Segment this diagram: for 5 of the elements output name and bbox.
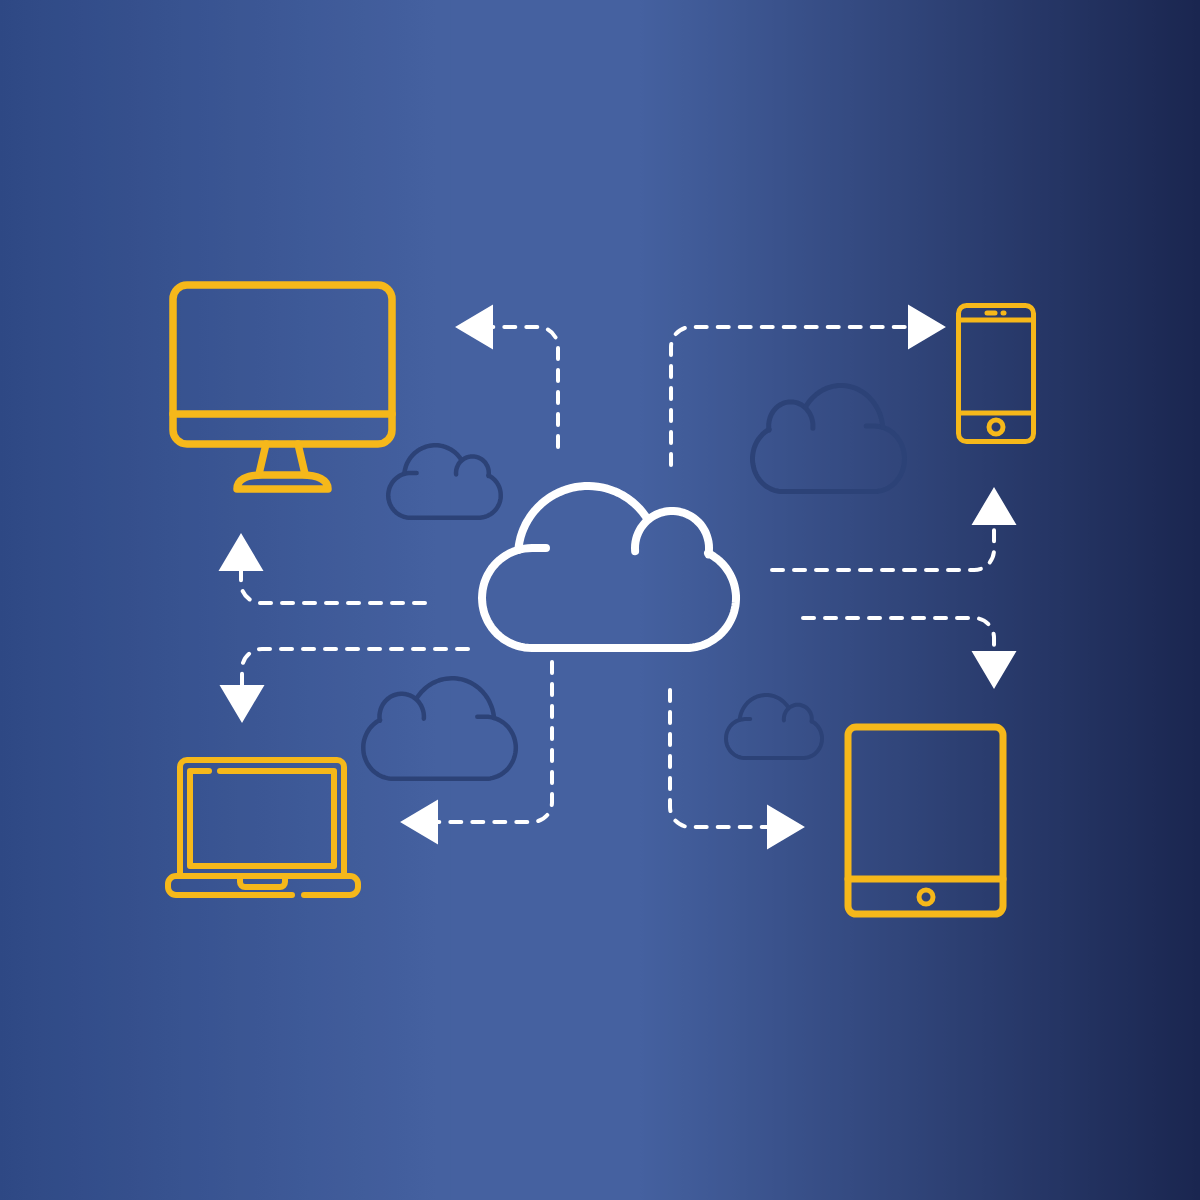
monitor-icon (169, 281, 396, 493)
laptop-icon (165, 757, 361, 898)
cloud-shape (478, 482, 740, 652)
tablet-icon (844, 723, 1007, 918)
phone-icon (956, 303, 1036, 444)
